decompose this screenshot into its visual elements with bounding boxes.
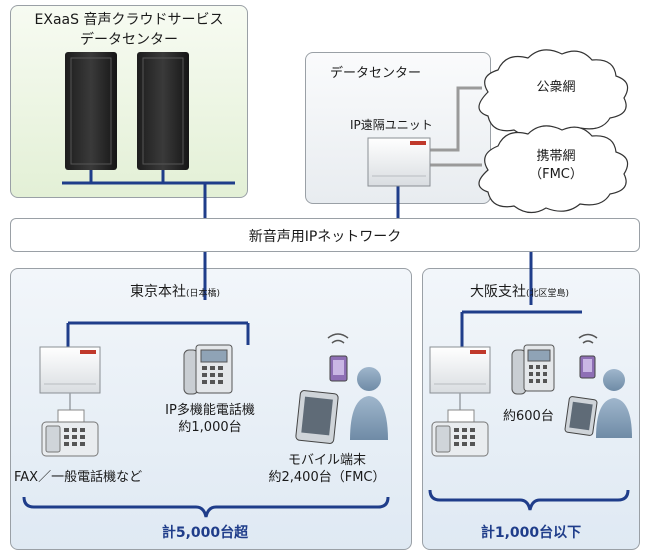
tokyo-mobile-line1: モバイル端末 [287,453,366,468]
pbx-unit-icon [39,346,101,394]
fax-machine-icon [431,409,489,457]
osaka-phones-label: 約600台 [503,409,554,424]
fax-connectors [69,393,461,410]
tokyo-fax-label: FAX／一般電話機など [14,470,143,485]
osaka-total-brace [428,489,630,511]
person-icon [596,369,632,438]
exaas-title-line2: データセンター [80,32,178,48]
tokyo-ip-phone-label: IP多機能電話機 約1,000台 [150,402,270,436]
cloud-icon [478,125,629,214]
network-lines [62,170,582,347]
tokyo-title: 東京本社(日本橋) [130,281,220,301]
mobile-network-line2: （FMC） [529,167,583,182]
cloud-links [430,86,482,167]
tokyo-title-text: 東京本社 [130,284,186,300]
tokyo-total-brace [22,496,390,518]
person-icon [350,367,388,440]
tokyo-mobile-label: モバイル端末 約2,400台（FMC） [262,452,392,486]
osaka-title: 大阪支社(北区堂島) [470,281,569,301]
datacenter-title: データセンター [330,66,422,81]
tokyo-office-panel [10,268,412,550]
network-bar [10,218,640,252]
tokyo-ip-phone-line2: 約1,000台 [178,420,242,435]
tokyo-total: 計5,000台超 [161,525,249,541]
mobile-network-line1: 携帯網 [536,149,576,164]
exaas-title: EXaaS 音声クラウドサービス データセンター [20,10,238,50]
ip-remote-unit-label: IP遠隔ユニット [350,118,433,132]
ip-remote-unit-icon [367,137,431,187]
smartphone-icon [329,355,348,382]
mobile-network-label: 携帯網 （FMC） [516,148,596,184]
tokyo-title-sub: (日本橋) [186,289,221,299]
tokyo-mobile-line2: 約2,400台（FMC） [268,470,386,485]
network-label: 新音声用IPネットワーク [248,229,402,245]
tablet-icon [295,390,339,444]
exaas-datacenter-panel [10,5,248,198]
tablet-icon [564,396,598,436]
ip-phone-icon [511,344,555,395]
tokyo-ip-phone-line1: IP多機能電話機 [165,403,255,418]
exaas-title-line1: EXaaS 音声クラウドサービス [34,12,224,28]
osaka-total: 計1,000台以下 [480,525,582,541]
cloud-icon [478,49,629,138]
server-rack-icon [65,52,117,170]
wireless-signal-icon [578,333,598,344]
server-rack-icon [137,52,189,170]
osaka-title-sub: (北区堂島) [526,289,570,299]
ip-phone-icon [183,344,233,395]
public-network-label: 公衆網 [536,80,576,95]
pbx-unit-icon [429,346,491,394]
smartphone-icon [579,355,596,379]
wireless-signal-icon [327,333,349,344]
fax-machine-icon [41,409,99,457]
osaka-title-text: 大阪支社 [470,284,526,300]
